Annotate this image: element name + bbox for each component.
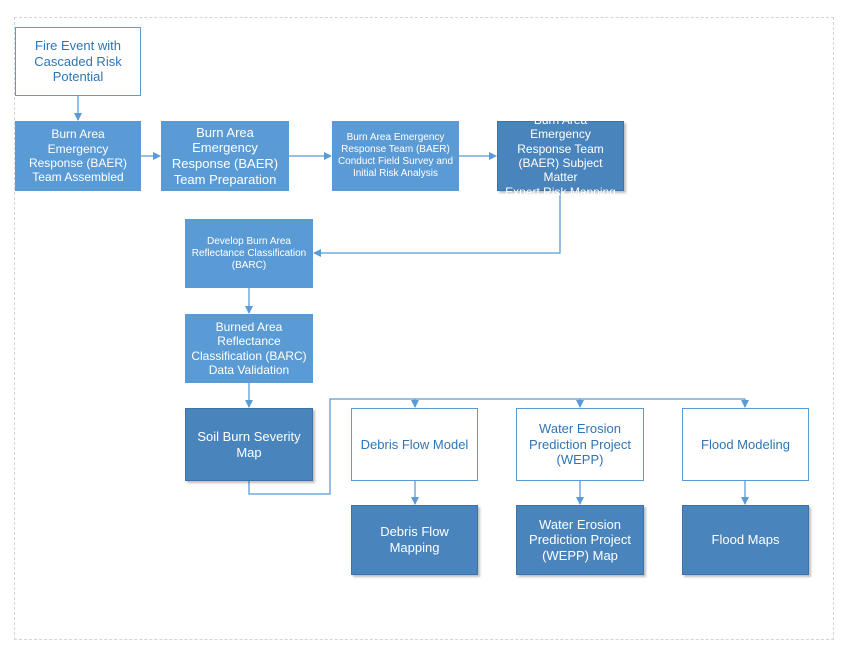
arrow-mapping-to-barc xyxy=(313,191,561,257)
node-develop-barc-label: Develop Burn Area Reflectance Classifica… xyxy=(191,235,307,271)
node-barc-validation: Burned Area Reflectance Classification (… xyxy=(185,314,313,383)
node-soil-burn-severity: Soil Burn Severity Map xyxy=(185,408,313,481)
node-baer-expert-mapping: Burn Area Emergency Response Team (BAER)… xyxy=(497,113,624,199)
node-wepp-label: Water Erosion Prediction Project (WEPP) xyxy=(529,421,631,468)
node-flood-maps: Flood Maps xyxy=(682,505,809,575)
node-wepp-map: Water Erosion Prediction Project (WEPP) … xyxy=(516,505,644,575)
node-flood-modeling: Flood Modeling xyxy=(682,408,809,481)
node-baer-field-survey-label: Burn Area Emergency Response Team (BAER)… xyxy=(337,132,454,179)
node-baer-preparation: Burn Area Emergency Response (BAER) Team… xyxy=(161,121,289,191)
node-barc-validation-label: Burned Area Reflectance Classification (… xyxy=(191,319,307,377)
node-baer-expert-mapping-label: Burn Area Emergency Response Team (BAER)… xyxy=(505,112,616,199)
node-baer-preparation-label: Burn Area Emergency Response (BAER) Team… xyxy=(171,124,279,187)
node-flood-modeling-label: Flood Modeling xyxy=(701,436,790,452)
node-wepp-map-label: Water Erosion Prediction Project (WEPP) … xyxy=(529,516,631,563)
node-debris-flow-model: Debris Flow Model xyxy=(351,408,478,481)
diagram-frame xyxy=(14,17,834,640)
node-baer-assembled-label: Burn Area Emergency Response (BAER) Team… xyxy=(28,127,128,185)
node-debris-flow-mapping: Debris Flow Mapping xyxy=(351,505,478,575)
node-debris-flow-mapping-label: Debris Flow Mapping xyxy=(380,524,449,555)
node-debris-flow-model-label: Debris Flow Model xyxy=(360,436,469,452)
node-baer-assembled: Burn Area Emergency Response (BAER) Team… xyxy=(15,121,141,191)
node-develop-barc: Develop Burn Area Reflectance Classifica… xyxy=(185,219,313,288)
node-baer-field-survey: Burn Area Emergency Response Team (BAER)… xyxy=(332,121,459,191)
node-soil-burn-severity-label: Soil Burn Severity Map xyxy=(197,428,301,460)
connector-soil-to-models xyxy=(248,398,745,495)
node-fire-event-label: Fire Event with Cascaded Risk Potential xyxy=(34,38,122,85)
node-flood-maps-label: Flood Maps xyxy=(711,532,780,548)
node-fire-event: Fire Event with Cascaded Risk Potential xyxy=(15,27,141,96)
node-wepp: Water Erosion Prediction Project (WEPP) xyxy=(516,408,644,481)
